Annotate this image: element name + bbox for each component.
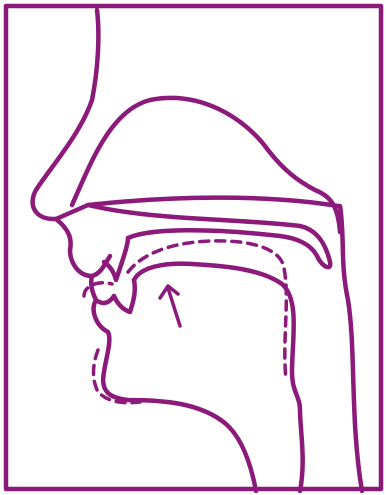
pharynx-wall xyxy=(340,206,362,491)
lip-contour xyxy=(91,276,114,303)
tongue-movement-dashed xyxy=(128,241,286,380)
tongue-raise-arrow xyxy=(160,286,180,326)
upper-lip xyxy=(56,219,110,276)
lower-lip-and-jaw xyxy=(94,300,256,491)
lower-teeth xyxy=(114,280,135,312)
